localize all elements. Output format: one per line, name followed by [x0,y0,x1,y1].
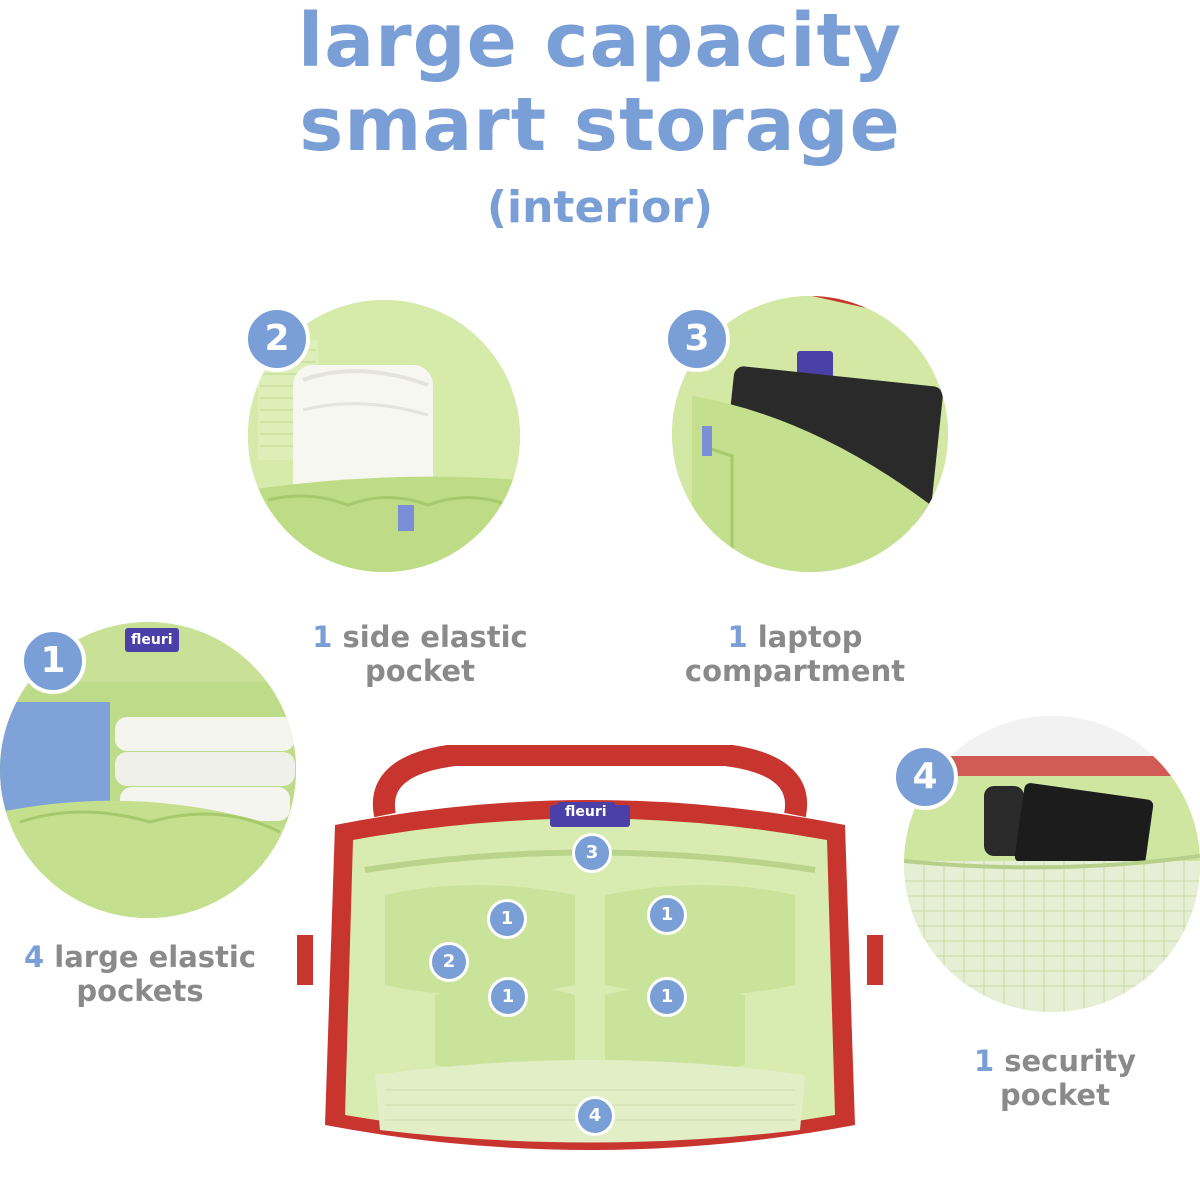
caption-security-pocket: 1 security pocket [960,1044,1150,1112]
bag-badge-1a: 1 [487,899,527,939]
caption-laptop-compartment: 1 laptop compartment [680,620,910,688]
caption-side-text-2: pocket [365,654,475,688]
caption-large-text-2: pockets [76,974,204,1008]
badge-1: 1 [20,628,86,694]
headline-line-2: smart storage [299,82,901,168]
bag-badge-1d: 1 [647,977,687,1017]
bag-overview: 3 2 1 1 1 1 4 fleuri [295,744,885,1181]
caption-large-text: large elastic [44,940,257,974]
caption-laptop-count: 1 [727,620,748,654]
headline-subtitle: (interior) [486,182,714,233]
caption-side-elastic-pocket: 1 side elastic pocket [300,620,540,688]
caption-security-count: 1 [973,1044,995,1078]
caption-security-text-2: pocket [1000,1078,1110,1112]
caption-side-count: 1 [312,620,333,654]
bag-badge-1c: 1 [488,977,528,1017]
badge-3: 3 [664,306,730,372]
side-pocket-photo [248,300,520,572]
brand-tag: fleuri [125,628,179,652]
bag-badge-3: 3 [572,833,612,873]
caption-large-elastic-pockets: 4 large elastic pockets [10,940,270,1008]
bag-badge-1b: 1 [647,895,687,935]
headline-line-1: large capacity [297,0,903,84]
badge-2: 2 [244,306,310,372]
bag-badge-2: 2 [429,942,469,982]
bag-badge-4: 4 [575,1096,615,1136]
caption-security-text: security [994,1044,1137,1078]
caption-laptop-text-2: compartment [684,654,906,688]
caption-side-text: side elastic [332,620,528,654]
caption-laptop-text: laptop [747,620,863,654]
bag-illustration [297,744,883,1150]
caption-large-count: 4 [23,940,45,974]
badge-4: 4 [892,744,958,810]
bag-brand-tag: fleuri [557,802,615,822]
